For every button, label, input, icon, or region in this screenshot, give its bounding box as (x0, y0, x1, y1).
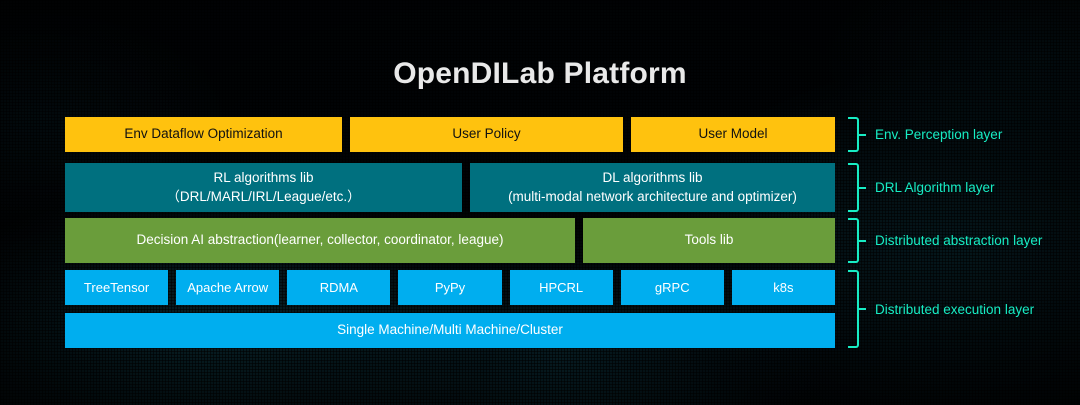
box-single-multi-machine-cluster[interactable]: Single Machine/Multi Machine/Cluster (65, 313, 835, 348)
infrastructure-row: Single Machine/Multi Machine/Cluster (65, 313, 835, 348)
dl-algorithms-lib-subtitle: (multi-modal network architecture and op… (508, 188, 797, 204)
layer-label-env-perception: Env. Perception layer (875, 127, 1003, 142)
box-rl-algorithms-lib[interactable]: RL algorithms lib （DRL/MARL/IRL/League/e… (65, 163, 462, 212)
layer-annotation-distributed-execution: Distributed execution layer (848, 270, 1034, 348)
chip-apache-arrow[interactable]: Apache Arrow (176, 270, 280, 305)
layer-label-drl-algorithm: DRL Algorithm layer (875, 180, 995, 195)
chip-pypy[interactable]: PyPy (398, 270, 502, 305)
layer-annotation-env-perception: Env. Perception layer (848, 117, 1002, 152)
page-title: OpenDILab Platform (393, 57, 687, 90)
layer-label-distributed-execution: Distributed execution layer (875, 301, 1035, 317)
dl-algorithms-lib-title: DL algorithms lib (602, 170, 703, 186)
brace-icon (848, 270, 861, 348)
chip-k8s[interactable]: k8s (731, 270, 835, 305)
rl-algorithms-lib-title: RL algorithms lib (213, 170, 314, 186)
layer-annotation-distributed-abstraction: Distributed abstraction layer (848, 218, 1042, 263)
box-decision-ai-abstraction[interactable]: Decision AI abstraction(learner, collect… (65, 218, 575, 263)
chip-rdma[interactable]: RDMA (287, 270, 391, 305)
chip-treetensor[interactable]: TreeTensor (65, 270, 169, 305)
brace-icon (848, 117, 861, 152)
perception-layer-row: Env Dataflow Optimization User Policy Us… (65, 117, 835, 152)
box-user-model[interactable]: User Model (631, 117, 835, 152)
layer-annotation-drl-algorithm: DRL Algorithm layer (848, 163, 995, 212)
abstraction-layer-row: Decision AI abstraction(learner, collect… (65, 218, 835, 263)
algorithm-layer-row: RL algorithms lib （DRL/MARL/IRL/League/e… (65, 163, 835, 212)
chip-grpc[interactable]: gRPC (620, 270, 724, 305)
execution-chips-row: TreeTensor Apache Arrow RDMA PyPy HPCRL … (65, 270, 835, 305)
box-tools-lib[interactable]: Tools lib (583, 218, 835, 263)
layer-label-distributed-abstraction: Distributed abstraction layer (875, 233, 1043, 248)
rl-algorithms-lib-subtitle: （DRL/MARL/IRL/League/etc.） (166, 188, 361, 204)
box-user-policy[interactable]: User Policy (350, 117, 623, 152)
chip-hpcrl[interactable]: HPCRL (509, 270, 613, 305)
box-env-dataflow-optimization[interactable]: Env Dataflow Optimization (65, 117, 342, 152)
brace-icon (848, 218, 861, 263)
brace-icon (848, 163, 861, 212)
box-dl-algorithms-lib[interactable]: DL algorithms lib (multi-modal network a… (470, 163, 835, 212)
